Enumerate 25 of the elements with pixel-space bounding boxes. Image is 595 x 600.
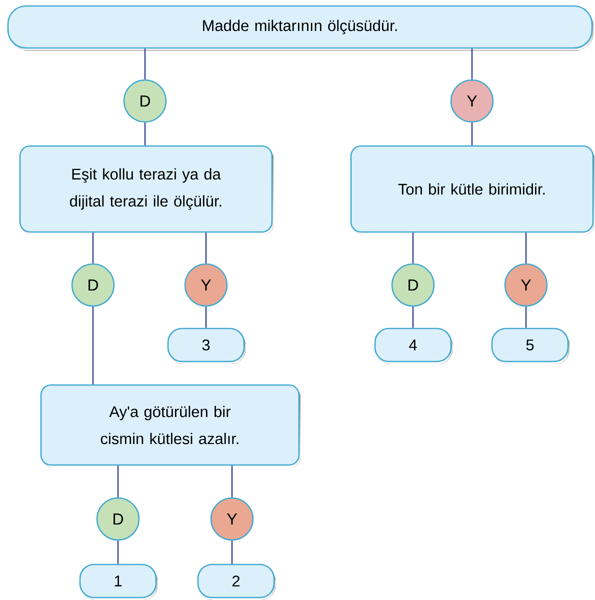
- connector-line: [205, 306, 207, 328]
- connector-line: [525, 306, 527, 328]
- statement-box: Ay'a götürülen bir cismin kütlesi azalır.: [40, 384, 300, 466]
- connector-line: [231, 540, 233, 564]
- answer-box: 4: [374, 328, 452, 362]
- connector-line: [92, 232, 94, 264]
- connector-line: [231, 466, 233, 498]
- connector-line: [205, 232, 207, 264]
- answer-box: 3: [167, 328, 245, 362]
- connector-line: [117, 540, 119, 564]
- connector-line: [412, 232, 414, 264]
- answer-box: 5: [491, 328, 569, 362]
- connector-line: [117, 466, 119, 498]
- connector-line: [471, 48, 473, 80]
- answer-box: 2: [197, 564, 275, 598]
- connector-line: [525, 232, 527, 264]
- connector-line: [144, 48, 146, 80]
- statement-box: Eşit kollu terazi ya da dijital terazi ile ölçülür.: [19, 145, 273, 233]
- statement-box: Ton bir kütle birimidir.: [350, 145, 594, 233]
- connector-line: [471, 122, 473, 146]
- connector-line: [412, 306, 414, 328]
- connector-line: [144, 122, 146, 146]
- connector-line: [92, 306, 94, 384]
- answer-box: 1: [79, 564, 157, 598]
- statement-box: Madde miktarının ölçüsüdür.: [7, 5, 593, 49]
